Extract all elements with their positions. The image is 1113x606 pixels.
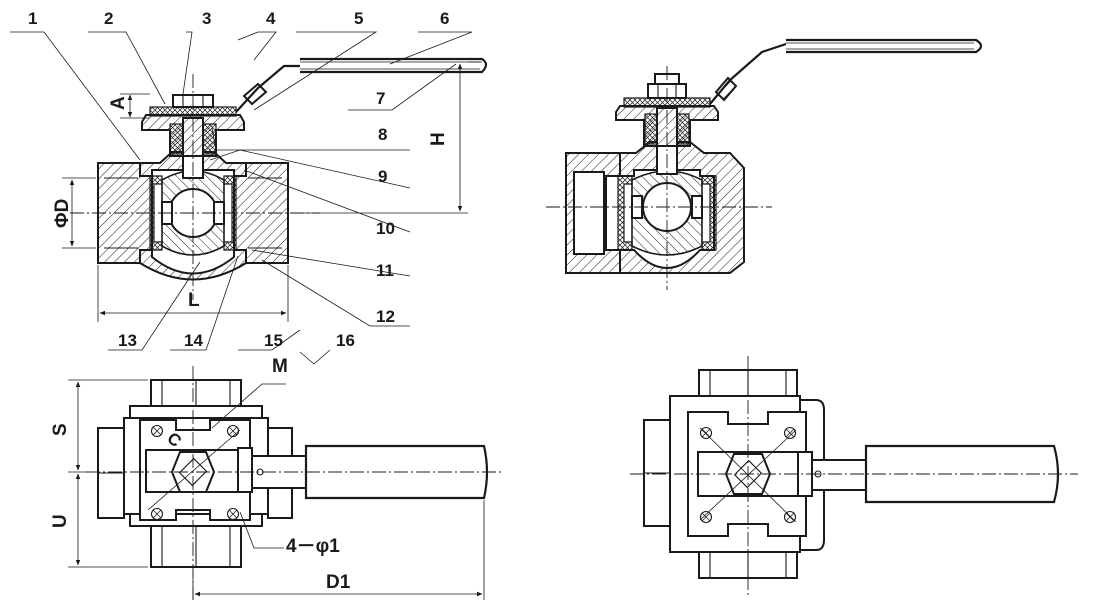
dimension-labels: A H ΦD L M C S U 4－φ1 D1 [50,96,449,593]
dim-label-d: ΦD [52,199,73,228]
dim-label-l: L [188,290,200,311]
part-label-2: 2 [104,9,113,28]
dim-label-s: S [50,423,71,436]
part-label-6: 6 [440,9,449,28]
dim-label-a: A [108,96,129,110]
part-label-3: 3 [202,9,211,28]
part-label-14: 14 [184,331,203,350]
top-view-left [68,366,502,600]
part-label-9: 9 [378,167,387,186]
section-view-right [546,38,983,290]
dim-label-m: M [272,356,288,377]
dim-label-holes: 4－φ1 [286,536,340,557]
part-number-labels: 1 2 3 4 5 6 7 8 9 10 11 12 13 14 15 16 [28,9,449,350]
part-label-15: 15 [264,331,283,350]
part-label-12: 12 [376,307,395,326]
part-label-10: 10 [376,219,395,238]
part-label-5: 5 [354,9,363,28]
top-view-right [630,356,1078,598]
part-label-13: 13 [118,331,137,350]
dim-label-u: U [50,514,71,528]
part-label-1: 1 [28,9,37,28]
section-view-left [62,57,488,322]
part-label-4: 4 [266,9,276,28]
part-label-11: 11 [376,261,394,280]
dim-label-d1: D1 [326,572,351,593]
part-leaders [10,31,473,365]
part-label-16: 16 [336,331,355,350]
part-label-8: 8 [378,125,387,144]
part-label-7: 7 [376,89,385,108]
dim-label-h: H [428,132,449,146]
